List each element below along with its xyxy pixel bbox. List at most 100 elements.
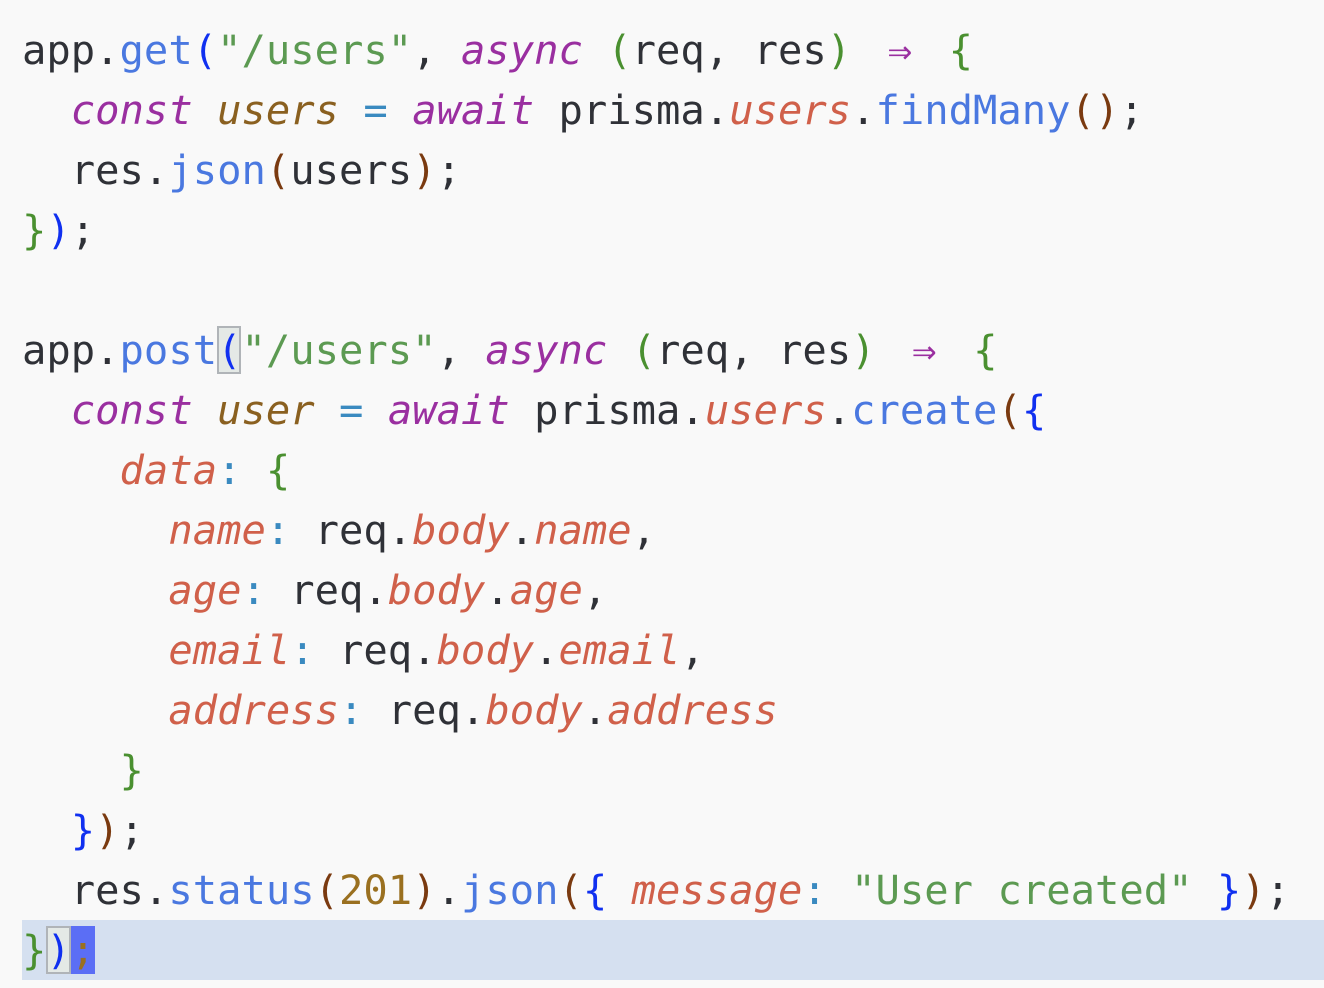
code-token: ( [607, 26, 632, 74]
code-token: . [436, 866, 461, 914]
code-token: prisma. [534, 86, 730, 134]
code-token: users [704, 386, 827, 434]
code-token [193, 86, 217, 134]
code-token: req. [314, 626, 437, 674]
code-token [22, 626, 168, 674]
code-line[interactable]: app.get("/users", async (req, res) ⇒ { [0, 20, 1324, 80]
code-token: { [1021, 386, 1047, 434]
code-token [22, 686, 168, 734]
code-token [22, 746, 120, 794]
code-token: ) [95, 806, 120, 854]
code-token: } [22, 206, 47, 254]
code-line[interactable]: const users = await prisma.users.findMan… [0, 80, 1324, 140]
code-editor[interactable]: app.get("/users", async (req, res) ⇒ { c… [0, 20, 1324, 980]
code-token: const [70, 386, 193, 434]
code-token: { [948, 26, 974, 74]
code-token: "/users" [217, 26, 413, 74]
code-token [1193, 866, 1217, 914]
code-token: . [851, 86, 876, 134]
code-line[interactable]: } [0, 740, 1324, 800]
code-token: create [851, 386, 998, 434]
code-line[interactable]: age: req.body.age, [0, 560, 1324, 620]
code-token [22, 806, 71, 854]
code-token [241, 446, 265, 494]
matched-bracket: ( [217, 326, 242, 374]
code-token: body [436, 626, 535, 674]
code-token [583, 26, 607, 74]
code-token: res. [22, 146, 169, 194]
code-token: : [339, 686, 364, 734]
code-token: ( [265, 146, 291, 194]
code-token: findMany [875, 86, 1071, 134]
code-token: ; [70, 206, 96, 254]
code-token [363, 386, 387, 434]
code-token: 201 [339, 866, 413, 914]
code-line[interactable]: name: req.body.name, [0, 500, 1324, 560]
code-token: json [460, 866, 559, 914]
code-token: ⇒ [887, 26, 913, 74]
code-line[interactable]: app.post("/users", async (req, res) ⇒ { [0, 320, 1324, 380]
code-token: "/users" [241, 326, 437, 374]
code-token: address [607, 686, 778, 734]
code-token: post [119, 326, 218, 374]
code-token: ) [851, 326, 876, 374]
code-token [851, 26, 875, 74]
code-line[interactable] [0, 260, 1324, 320]
code-token: . [582, 686, 608, 734]
code-token: ) [412, 146, 437, 194]
code-token: . [826, 386, 852, 434]
code-token: } [1216, 866, 1242, 914]
code-token: res. [22, 866, 169, 914]
code-token: ⇒ [912, 326, 937, 374]
code-token [388, 86, 412, 134]
code-line[interactable]: res.json(users); [0, 140, 1324, 200]
code-line-current[interactable]: }); [22, 920, 1324, 980]
code-token: users [729, 86, 852, 134]
code-token: , [436, 326, 486, 374]
code-token [827, 866, 851, 914]
code-token: user [217, 386, 315, 434]
code-token [607, 866, 631, 914]
code-token: const [70, 86, 193, 134]
code-token: : [217, 446, 242, 494]
code-line[interactable]: email: req.body.email, [0, 620, 1324, 680]
code-token: req. [290, 506, 413, 554]
code-token: ; [436, 146, 461, 194]
code-token [924, 26, 948, 74]
code-line[interactable]: address: req.body.address [0, 680, 1324, 740]
code-token: await [387, 386, 510, 434]
code-token: { [265, 446, 291, 494]
code-token: ; [119, 806, 144, 854]
code-line[interactable]: const user = await prisma.users.create({ [0, 380, 1324, 440]
code-line[interactable]: }); [0, 800, 1324, 860]
code-token: { [582, 866, 608, 914]
code-token: req, res [656, 326, 852, 374]
code-token: req. [363, 686, 486, 734]
code-token: ) [826, 26, 852, 74]
code-token: , [680, 626, 705, 674]
code-token: address [168, 686, 339, 734]
code-line[interactable]: data: { [0, 440, 1324, 500]
code-token: "User created" [851, 866, 1193, 914]
code-line[interactable]: res.status(201).json({ message: "User cr… [0, 860, 1324, 920]
code-token: ) [412, 866, 437, 914]
code-token: ( [997, 386, 1022, 434]
code-token: } [119, 746, 144, 794]
code-token: ( [558, 866, 583, 914]
code-token: : [241, 566, 266, 614]
code-token: name [168, 506, 266, 554]
code-token [876, 326, 900, 374]
code-token: , [582, 566, 608, 614]
code-line[interactable]: }); [0, 200, 1324, 260]
code-token: ( [314, 866, 340, 914]
code-token: email [558, 626, 681, 674]
code-token: : [290, 626, 315, 674]
code-token: age [509, 566, 583, 614]
code-token: app. [22, 326, 120, 374]
code-token: { [973, 326, 998, 374]
code-token: ; [1265, 866, 1291, 914]
code-token: . [534, 626, 559, 674]
code-token: body [485, 686, 583, 734]
code-token: await [412, 86, 535, 134]
code-token: ( [631, 326, 657, 374]
